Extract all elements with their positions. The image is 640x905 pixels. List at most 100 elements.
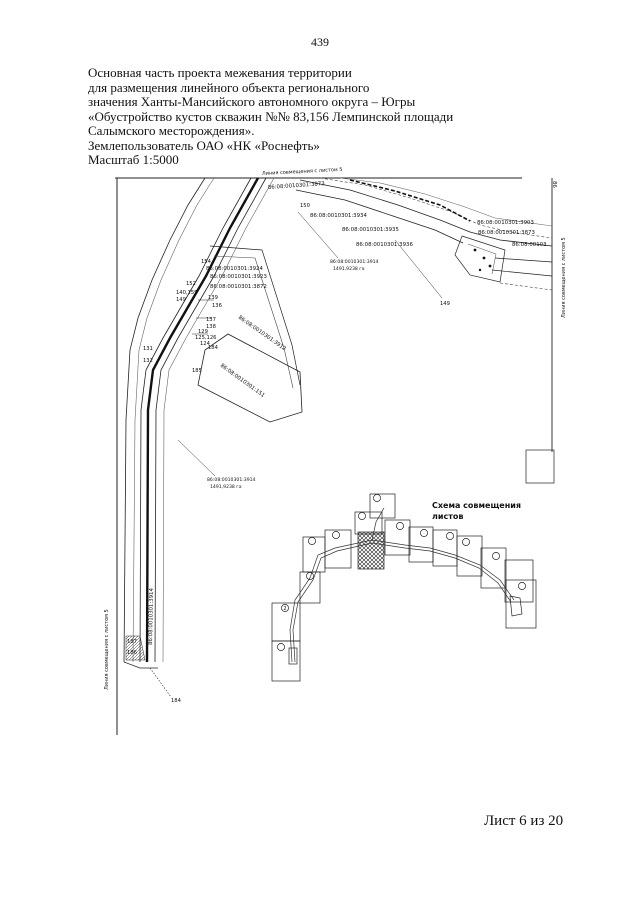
hatched-parcel (125, 635, 146, 661)
parcel-label: 86:08:0010301:3914 (207, 477, 256, 483)
sheet-counter: Лист 6 из 20 (484, 813, 564, 829)
parcel-label: 86:08:0010301:3934 (310, 213, 367, 219)
point-label: 149 (176, 297, 186, 303)
parcel-label: 86:08:0010301:3924 (206, 266, 263, 272)
scheme-sheet-number-circle (492, 552, 500, 560)
scheme-sheet-box (480, 547, 507, 589)
sheet-join-label-top: Линия совмещения с листом 5 (262, 167, 343, 177)
point-label: 139 (208, 295, 218, 301)
scheme-sheet-box (369, 493, 396, 519)
road-edge-line (299, 179, 553, 247)
road-edge-line (494, 257, 553, 263)
parcel-label-vertical: 86:08:0010301:3914 (148, 587, 155, 645)
header-line: значения Ханты-Мансийского автономного о… (88, 94, 416, 109)
scheme-sheet-number-circle (518, 582, 526, 590)
point-label: 136 (212, 303, 222, 309)
parcel-label-edge: 86 (551, 181, 557, 188)
parcel-label: 86:08:0010301:3873 (478, 230, 535, 236)
well-marker (478, 268, 482, 272)
corner-square (525, 449, 555, 484)
parcel-label: 86:08:0010301:151 (219, 363, 266, 399)
parcel-label: 86:08:0010301:3914 (330, 259, 379, 265)
road-edge-line (339, 177, 553, 227)
scheme-sheet-number-circle (420, 529, 428, 537)
parcel-strip-line (213, 255, 294, 389)
point-label: 125,126 (195, 335, 216, 341)
scheme-sheet-number-circle (462, 538, 470, 546)
point-label: 129 (198, 329, 208, 335)
header-line: «Обустройство кустов скважин №№ 83,156 Л… (88, 108, 454, 124)
main-road-corridor (123, 177, 275, 698)
land-user-line: Землепользователь ОАО «НК «Роснефть» (88, 137, 320, 153)
scheme-sheet-box (504, 559, 534, 603)
scheme-sheet-number-circle (281, 604, 289, 612)
scheme-sheet-number-circle (373, 494, 381, 502)
parcel-label: 86:08:0010301:3935 (342, 227, 399, 233)
corridor-end-line (123, 661, 158, 669)
scheme-sheet-box (299, 571, 321, 604)
corridor-edge-line (139, 177, 252, 663)
parcel-151-outline (197, 333, 303, 423)
header-line: для размещения линейного объекта региона… (88, 79, 370, 95)
scheme-sheet-box (505, 579, 537, 629)
point-label: 137 (206, 317, 216, 323)
scheme-sheet-box (354, 511, 383, 535)
outer-boundary-line (123, 177, 206, 663)
well-pad-inner-line (467, 243, 497, 275)
point-label: 138 (206, 324, 216, 330)
scheme-sheet-number-circle (446, 532, 454, 540)
sheet-scheme-inset (271, 493, 537, 682)
corridor-edge-line (154, 177, 267, 663)
parcel-label: 86:08:0010301:3936 (356, 242, 413, 248)
leader-line (297, 211, 339, 259)
road-dashed-line (499, 282, 553, 291)
scheme-sheet-box (324, 529, 352, 569)
point-label: 184 (208, 345, 219, 351)
point-label: 185 (192, 368, 202, 374)
scheme-title: Схема совмещения (432, 501, 521, 510)
scheme-sheet-box-current (357, 531, 385, 570)
leader-line (394, 239, 443, 299)
point-label: 184 (171, 698, 182, 704)
point-label: 154 (201, 259, 212, 265)
bend-parcels (192, 245, 303, 423)
scheme-sheet-number-circle (396, 522, 404, 530)
sheet-join-label-left: Линия совмещения с листом 5 (104, 609, 110, 690)
area-label: 1491,9238 га (333, 266, 365, 272)
road-dashed-line (319, 177, 553, 239)
scheme-sheet-number-circle (332, 531, 340, 539)
scheme-sheet-number-circle (306, 572, 314, 580)
map-frame (115, 177, 555, 735)
point-label: 149 (440, 301, 450, 307)
leader-lines (177, 211, 443, 477)
scale-line: Масштаб 1:5000 (88, 152, 179, 167)
scheme-sheet-number-circle (277, 643, 285, 651)
point-label: 124 (200, 341, 211, 347)
header-line: Основная часть проекта межевания террито… (88, 65, 352, 80)
document-header: Основная часть проекта межевания террито… (88, 65, 508, 168)
well-pad-outline (454, 235, 506, 283)
well-marker (482, 256, 486, 260)
scheme-sheet-box (271, 640, 301, 682)
sheet-join-label-right: Линия совмещения с листом 5 (561, 237, 567, 318)
header-line: Салымского месторождения». (88, 123, 255, 138)
well-marker (473, 248, 477, 252)
road-edge-line (295, 189, 464, 244)
scheme-branch-line (371, 507, 385, 541)
parcel-label: 86:08:0010301:3873 (268, 181, 325, 191)
point-label: 187 (127, 639, 137, 645)
well-marker (488, 264, 492, 268)
scheme-pad (509, 595, 523, 617)
leader-line (177, 439, 216, 477)
ne-branch-road (295, 177, 553, 291)
scheme-pad (288, 647, 298, 665)
scheme-sheet-number-circle (358, 512, 366, 520)
road-band (349, 179, 471, 222)
point-label: 186 (127, 650, 137, 656)
page-number: 439 (311, 35, 329, 49)
point-label: 132 (143, 358, 153, 364)
scheme-sheet-box (408, 526, 434, 563)
point-label: 152 (186, 281, 196, 287)
